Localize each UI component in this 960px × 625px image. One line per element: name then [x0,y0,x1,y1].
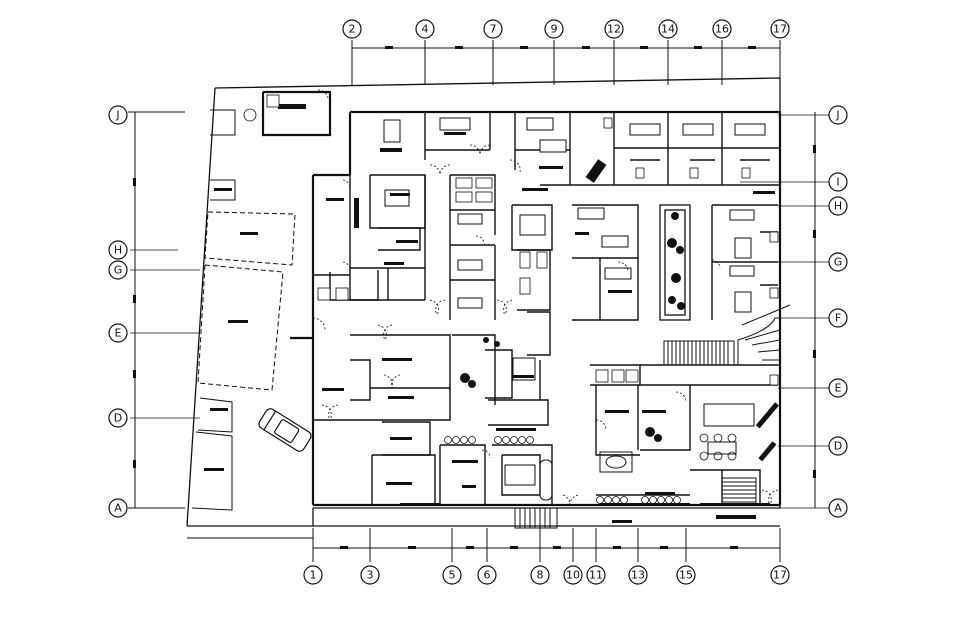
grid-bubbles-top: 2 4 7 9 12 14 16 17 [342,19,790,39]
grid-label: 13 [631,569,645,582]
grid-bubble-icon: A [108,498,128,518]
grid-bubble-icon: 6 [477,565,497,585]
grid-label: A [114,502,122,515]
grid-reference-lines [130,114,832,509]
grid-bubble-icon: F [828,308,848,328]
grid-bubble-icon: I [828,172,848,192]
seating [444,433,737,504]
grid-label: 15 [679,569,693,582]
grid-label: 8 [537,569,544,582]
grid-bubble-icon: 4 [415,19,435,39]
grid-label: G [114,264,123,277]
grid-label: 14 [661,23,675,36]
grid-bubble-icon: D [828,436,848,456]
grid-bubble-icon: 9 [544,19,564,39]
grid-bubble-icon: A [828,498,848,518]
grid-label: J [835,109,839,122]
planter [659,204,691,321]
grid-bubble-icon: E [108,323,128,343]
grid-label: 12 [607,23,621,36]
grid-label: G [834,256,843,269]
grid-label: 17 [773,23,787,36]
grid-bubble-icon: H [108,240,128,260]
grid-label: 7 [490,23,497,36]
stair-icon [721,477,757,506]
dimension-ticks [133,46,816,549]
grid-bubble-icon: 8 [530,565,550,585]
grid-bubble-icon: 1 [303,565,323,585]
toilet-fixtures [243,94,779,386]
grid-label: F [835,312,841,325]
grid-label: E [835,382,842,395]
grid-bubble-icon: E [828,378,848,398]
grid-bubble-icon: J [828,105,848,125]
grid-bubble-icon: D [108,408,128,428]
parking-stalls [191,109,296,511]
grid-bubbles-left: J HG E D A [108,105,128,518]
grid-bubble-icon: 12 [604,19,624,39]
interior-walls [313,112,780,505]
grid-bubble-icon: 5 [442,565,462,585]
grid-bubble-icon: G [828,252,848,272]
grid-label: A [834,502,842,515]
grid-label: D [114,412,122,425]
grid-label: I [836,176,839,189]
door-swing-icon [312,89,779,506]
dining-table [539,403,755,501]
grid-label: 4 [422,23,429,36]
grid-bubble-icon: 15 [676,565,696,585]
grid-label: H [114,244,122,257]
grid-bubble-icon: 3 [360,565,380,585]
grid-label: 6 [484,569,491,582]
grid-label: 3 [367,569,374,582]
grid-bubble-icon: 10 [563,565,583,585]
grid-label: D [834,440,842,453]
grid-label: J [115,109,119,122]
grid-bubble-icon: J [108,105,128,125]
grid-bubble-icon: G [108,260,128,280]
stair-icon [663,304,791,366]
plant-icon [460,212,685,442]
grid-label: 16 [715,23,729,36]
furniture-fills [204,104,779,523]
grid-label: H [834,200,842,213]
grid-bubble-icon: 14 [658,19,678,39]
grid-bubble-icon: 16 [712,19,732,39]
grid-bubble-icon: 13 [628,565,648,585]
grid-label: 5 [449,569,456,582]
grid-bubble-icon: 17 [770,19,790,39]
vehicle-icon [258,408,312,452]
grid-bubble-icon: 17 [770,565,790,585]
grid-bubbles-right: J IH G F E D A [828,105,848,518]
stair-icon [514,507,558,529]
grid-label: 1 [310,569,317,582]
grid-label: 10 [566,569,580,582]
grid-bubble-icon: 2 [342,19,362,39]
grid-label: 9 [551,23,558,36]
grid-label: 2 [349,23,356,36]
grid-bubble-icon: 11 [586,565,606,585]
grid-label: E [115,327,122,340]
dimension-lines [128,40,816,562]
grid-bubble-icon: 7 [483,19,503,39]
grid-bubble-icon: H [828,196,848,216]
grid-label: 11 [589,569,603,582]
grid-label: 17 [773,569,787,582]
